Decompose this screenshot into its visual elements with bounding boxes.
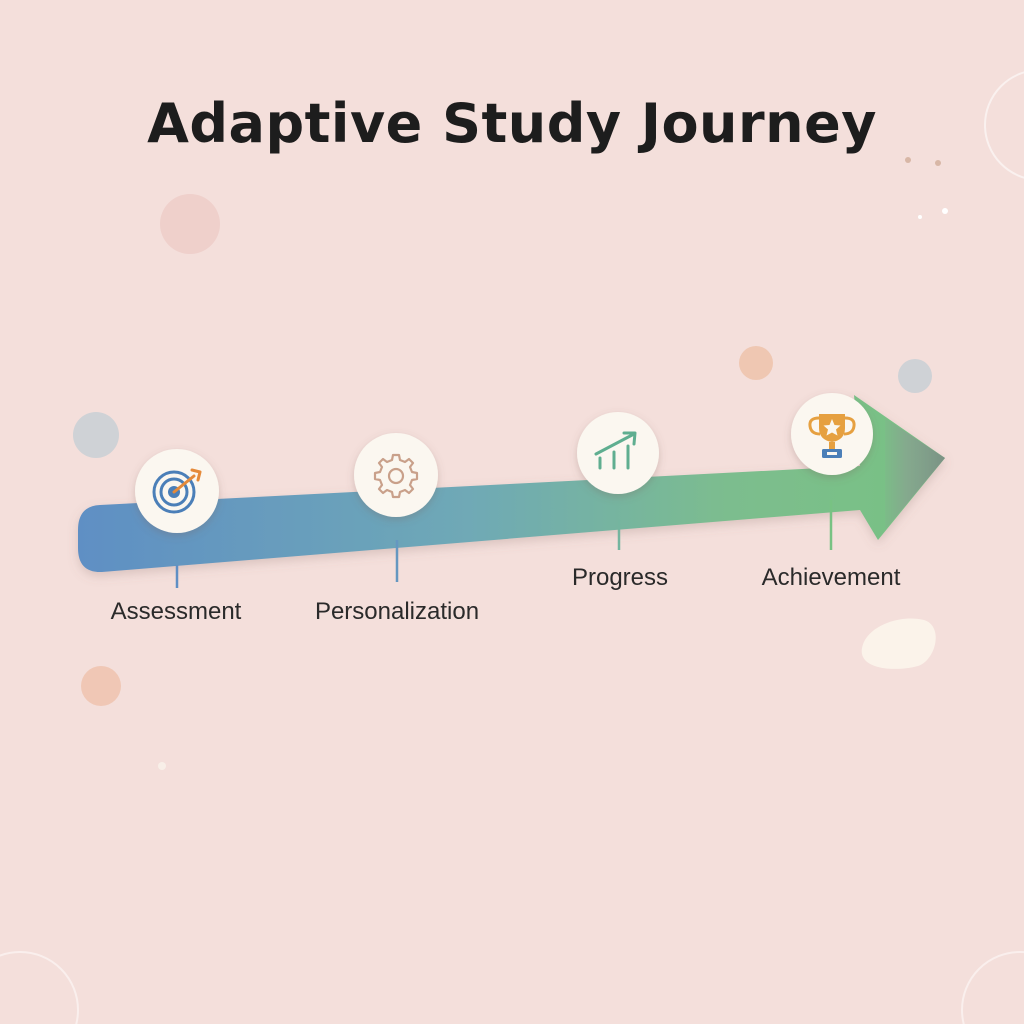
stage-label-progress: Progress bbox=[571, 564, 669, 591]
stage-label-achievement: Achievement bbox=[761, 564, 901, 591]
bg-circle-outline-bottom-left bbox=[0, 951, 79, 1024]
bg-speck bbox=[942, 208, 948, 214]
journey-arrow bbox=[78, 395, 945, 573]
bg-speck bbox=[905, 157, 911, 163]
bg-speck bbox=[158, 762, 166, 770]
page-title: Adaptive Study Journey bbox=[147, 92, 877, 155]
connector-stems bbox=[175, 500, 833, 588]
bg-circle-outline-bottom-right bbox=[961, 951, 1024, 1024]
chart-up-icon bbox=[594, 431, 637, 470]
bg-dot-gray-right bbox=[898, 359, 932, 393]
arrow-body bbox=[78, 395, 945, 573]
bg-circle-pink bbox=[160, 194, 220, 254]
trophy-icon bbox=[808, 414, 856, 458]
arrow-tip-shade bbox=[885, 418, 945, 530]
stage-label-personalization: Personalization bbox=[314, 598, 480, 625]
bg-dot-orange bbox=[739, 346, 773, 380]
bg-speck bbox=[918, 215, 922, 219]
background-decoration bbox=[0, 71, 1024, 1024]
gear-icon bbox=[373, 453, 419, 499]
bg-pebble-white bbox=[861, 618, 936, 669]
stage-node-progress bbox=[577, 412, 659, 494]
target-icon bbox=[152, 468, 202, 514]
bg-dot-peach-left bbox=[81, 666, 121, 706]
stage-node-personalization bbox=[354, 433, 438, 517]
bg-circle-large-right bbox=[984, 71, 1024, 179]
bg-speck bbox=[935, 160, 941, 166]
stage-label-assessment: Assessment bbox=[110, 598, 242, 625]
bg-dot-gray-left bbox=[73, 412, 119, 458]
